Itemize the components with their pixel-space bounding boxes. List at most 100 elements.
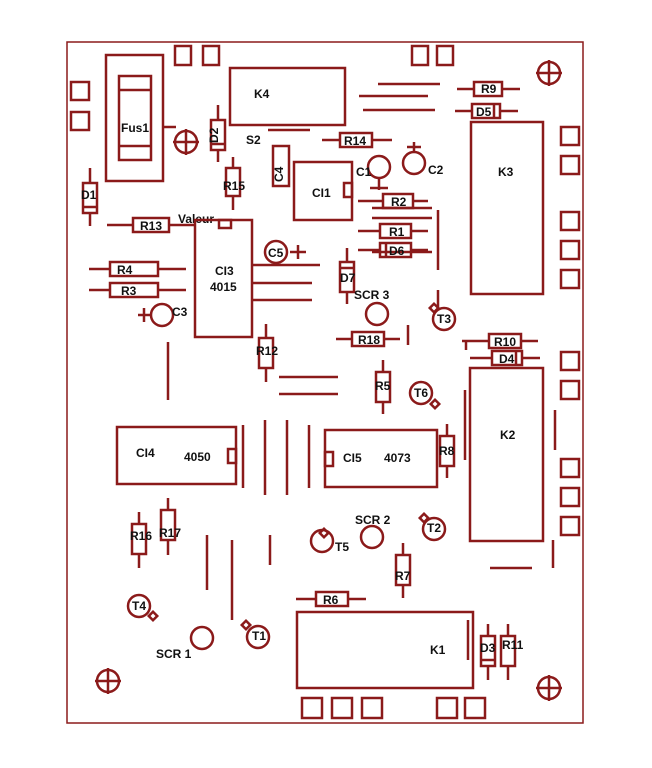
d7-label: D7	[340, 271, 356, 285]
r17-label: R17	[159, 526, 181, 540]
diode-d3	[479, 624, 497, 680]
mounting-hole-top-right	[536, 60, 562, 86]
r13-label: R13	[140, 219, 162, 233]
ci4-label: CI4	[136, 446, 155, 460]
t1-label: T1	[252, 629, 266, 643]
resistor-r13	[107, 216, 194, 234]
d3-label: D3	[480, 641, 496, 655]
ci4-part-label: 4050	[184, 450, 211, 464]
r9-label: R9	[481, 82, 497, 96]
diode-d2	[209, 105, 227, 162]
t4-label: T4	[132, 599, 146, 613]
d5-label: D5	[476, 105, 492, 119]
mounting-hole-bottom-right	[536, 675, 562, 701]
resistor-r14	[322, 131, 392, 149]
transistor-t3	[427, 301, 457, 332]
r6-label: R6	[323, 593, 339, 607]
k3-label: K3	[498, 165, 514, 179]
resistor-r1	[358, 222, 428, 240]
r8-label: R8	[439, 444, 455, 458]
diode-d5	[455, 102, 518, 120]
r11-label: R11	[502, 638, 524, 652]
r4-label: R4	[117, 263, 133, 277]
c4-label: C4	[272, 166, 286, 182]
ci3-label: CI3	[215, 264, 234, 278]
r7-label: R7	[395, 569, 411, 583]
t3-label: T3	[437, 312, 451, 326]
d6-label: D6	[389, 244, 405, 258]
t5-label: T5	[335, 540, 349, 554]
resistor-r4	[89, 260, 186, 278]
d1-label: D1	[81, 188, 97, 202]
transistor-t2	[417, 511, 447, 542]
capacitor-c1	[366, 154, 392, 190]
t2-label: T2	[427, 521, 441, 535]
r14-label: R14	[344, 134, 366, 148]
k1-label: K1	[430, 643, 446, 657]
r12-label: R12	[256, 344, 278, 358]
c2-label: C2	[428, 163, 444, 177]
k2-label: K2	[500, 428, 516, 442]
r16-label: R16	[130, 529, 152, 543]
transistor-t4	[126, 593, 160, 623]
diode-d4	[470, 349, 540, 367]
d4-label: D4	[499, 352, 515, 366]
resistor-r16	[130, 512, 148, 568]
resistor-r15	[224, 157, 242, 210]
resistor-r17	[159, 498, 177, 555]
resistor-r11	[499, 624, 517, 680]
relay-k1	[295, 610, 475, 690]
fus1-label: Fus1	[121, 121, 149, 135]
capacitor-c4	[271, 144, 291, 188]
ci1-label: CI1	[312, 186, 331, 200]
capacitor-c2	[401, 142, 427, 176]
transistor-t1	[239, 618, 271, 650]
ci3-part-label: 4015	[210, 280, 237, 294]
diode-d7	[338, 248, 356, 304]
resistor-r7	[394, 543, 412, 598]
c5-label: C5	[268, 246, 284, 260]
r15-label: R15	[223, 179, 245, 193]
thyristor-scr1	[189, 625, 215, 651]
resistor-r3	[89, 281, 186, 299]
resistor-r6	[296, 590, 366, 608]
thyristor-scr2	[359, 524, 385, 550]
resistor-r18	[336, 330, 400, 348]
r18-label: R18	[358, 333, 380, 347]
ic-ci5	[323, 428, 439, 489]
scr2-label: SCR 2	[355, 513, 391, 527]
resistor-r5	[374, 360, 392, 414]
scr1-label: SCR 1	[156, 647, 192, 661]
transistor-t5	[309, 526, 335, 554]
transistor-t6	[408, 380, 442, 411]
mounting-hole-bottom-left	[95, 668, 121, 694]
r10-label: R10	[494, 335, 516, 349]
r5-label: R5	[375, 379, 391, 393]
resistor-r9	[457, 80, 520, 98]
ci5-part-label: 4073	[384, 451, 411, 465]
resistor-r2	[358, 192, 428, 210]
resistor-r12	[257, 324, 275, 382]
relay-k3	[469, 120, 545, 296]
thyristor-scr3	[364, 301, 390, 327]
resistor-r10	[462, 332, 538, 350]
diode-d1	[81, 168, 99, 226]
k4-label: K4	[254, 87, 270, 101]
c1-label: C1	[356, 165, 372, 179]
board-outline	[66, 41, 584, 724]
r3-label: R3	[121, 284, 137, 298]
ic-ci4	[115, 425, 238, 486]
t6-label: T6	[414, 386, 428, 400]
c3-label: C3	[172, 305, 188, 319]
resistor-r8	[438, 424, 456, 478]
connector-pads	[69, 44, 581, 720]
r1-label: R1	[389, 225, 405, 239]
capacitor-c3	[138, 302, 175, 328]
d2-label: D2	[207, 127, 221, 143]
capacitor-c5	[263, 239, 306, 265]
fuse-fus1	[104, 53, 176, 183]
diode-d6	[358, 241, 428, 259]
mounting-hole-mid-left	[173, 129, 199, 155]
ic-ci3	[193, 218, 254, 339]
